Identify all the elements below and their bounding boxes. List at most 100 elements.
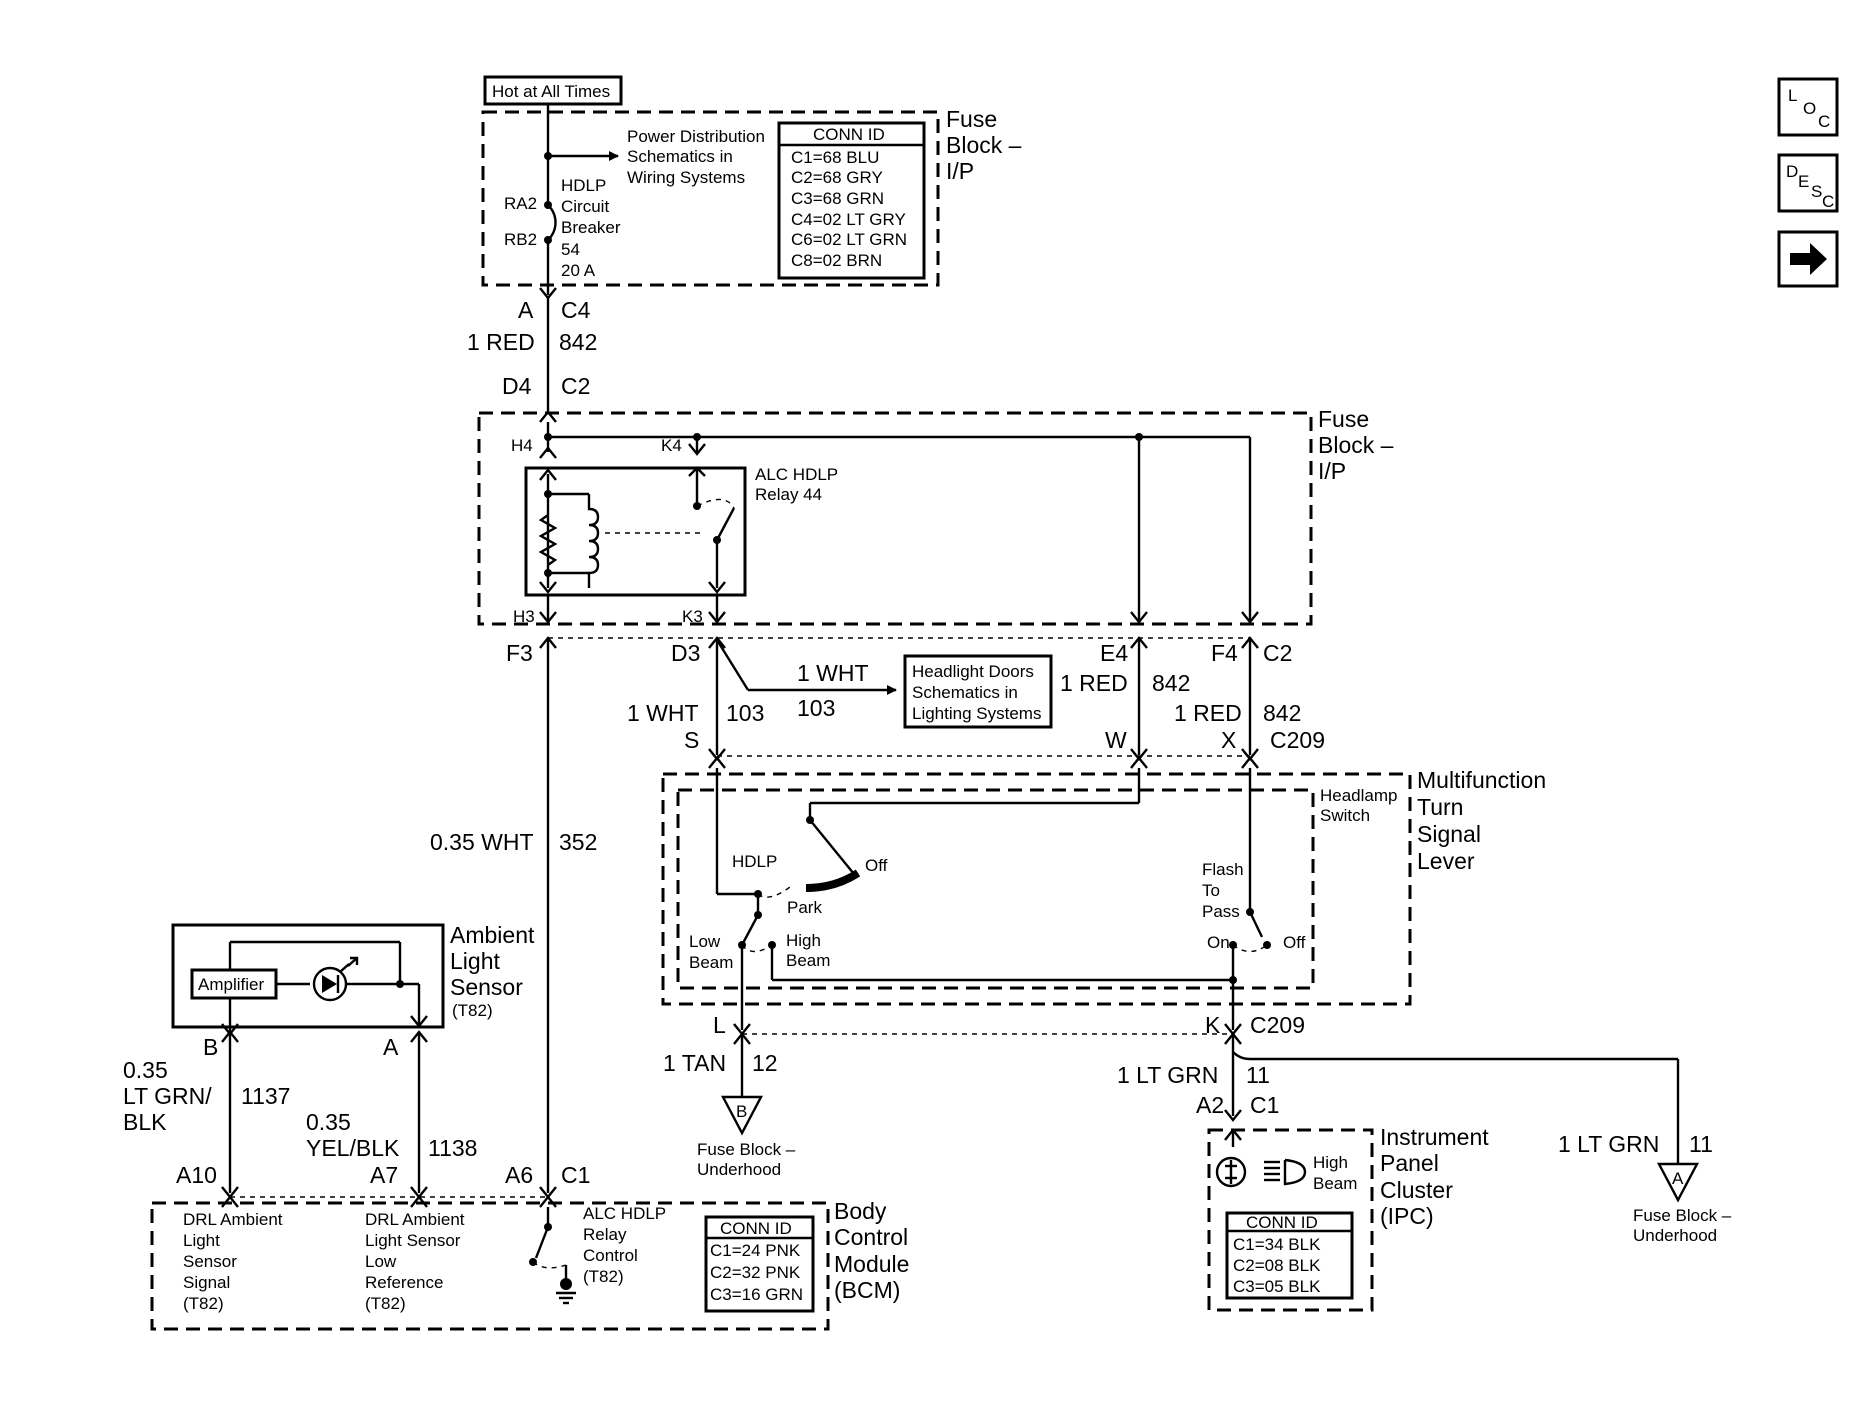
svg-text:11: 11 — [1689, 1131, 1713, 1157]
svg-text:0.35: 0.35 — [123, 1057, 168, 1083]
svg-text:I/P: I/P — [946, 158, 974, 184]
svg-text:A6: A6 — [505, 1162, 533, 1188]
svg-text:0.35 WHT: 0.35 WHT — [430, 829, 534, 855]
svg-text:X: X — [1221, 727, 1236, 753]
headlamp-switch-boundary — [676, 788, 1315, 990]
svg-text:HDLP: HDLP — [561, 176, 606, 195]
bcm-connector-labels: A10 A7 A6 C1 — [176, 1162, 590, 1188]
svg-text:C3=68 GRN: C3=68 GRN — [791, 189, 884, 208]
fuse-block-ip-top-name: Fuse Block – I/P — [946, 106, 1022, 184]
svg-text:Block –: Block – — [946, 132, 1022, 158]
svg-text:C2=68 GRY: C2=68 GRY — [791, 168, 883, 187]
svg-text:Switch: Switch — [1320, 806, 1370, 825]
svg-text:Light: Light — [450, 948, 500, 974]
k4-terminal-label: K4 — [661, 436, 682, 455]
flash-to-pass-switch: Flash To Pass On Off — [1202, 768, 1306, 1030]
svg-text:YEL/BLK: YEL/BLK — [306, 1135, 400, 1161]
svg-text:Fuse: Fuse — [946, 106, 997, 132]
svg-text:C2=08 BLK: C2=08 BLK — [1233, 1256, 1321, 1275]
ipc-name: Instrument Panel Cluster (IPC) — [1380, 1124, 1489, 1229]
svg-text:DRL Ambient: DRL Ambient — [183, 1210, 283, 1229]
c209-lower-labels: L K C209 — [713, 1012, 1305, 1038]
headlamp-switch: HDLP Off Park Low Beam High Beam — [689, 768, 1237, 984]
svg-text:A: A — [1672, 1169, 1684, 1188]
drl-ambient-light-sensor-low-reference-label: DRL Ambient Light Sensor Low Reference (… — [365, 1210, 465, 1313]
right-arrow-icon — [1790, 243, 1827, 275]
svg-text:CONN ID: CONN ID — [720, 1219, 792, 1238]
ipc-boundary — [1207, 1128, 1374, 1312]
svg-text:S: S — [684, 727, 699, 753]
h4-terminal-label: H4 — [511, 436, 533, 455]
svg-text:842: 842 — [1263, 700, 1301, 726]
svg-text:(T82): (T82) — [452, 1001, 493, 1020]
fuse-block-ip-name: Fuse Block – I/P — [1318, 406, 1394, 484]
svg-text:O: O — [1803, 99, 1816, 118]
svg-text:C1: C1 — [561, 1162, 590, 1188]
svg-text:Flash: Flash — [1202, 860, 1244, 879]
svg-text:Headlamp: Headlamp — [1320, 786, 1398, 805]
svg-text:Control: Control — [583, 1246, 638, 1265]
svg-text:1 TAN: 1 TAN — [663, 1050, 726, 1076]
svg-text:Amplifier: Amplifier — [198, 975, 264, 994]
conn-id-table-fuse-block: CONN ID C1=68 BLU C2=68 GRY C3=68 GRN C4… — [777, 121, 926, 280]
svg-text:W: W — [1105, 727, 1127, 753]
svg-text:C: C — [1822, 192, 1834, 211]
svg-text:C8=02 BRN: C8=02 BRN — [791, 251, 882, 270]
connector-row-labels: F3 D3 E4 F4 C2 — [506, 640, 1292, 666]
svg-text:Off: Off — [1283, 933, 1306, 952]
svg-text:842: 842 — [559, 329, 597, 355]
loc-button[interactable]: L O C — [1777, 77, 1839, 137]
svg-text:Ambient: Ambient — [450, 922, 535, 948]
svg-text:Underhood: Underhood — [697, 1160, 781, 1179]
svg-text:Lever: Lever — [1417, 848, 1475, 874]
svg-text:Fuse Block –: Fuse Block – — [697, 1140, 796, 1159]
svg-text:Low: Low — [365, 1252, 397, 1271]
svg-text:1 LT GRN: 1 LT GRN — [1117, 1062, 1218, 1088]
svg-text:S: S — [1811, 182, 1822, 201]
svg-text:High: High — [1313, 1153, 1348, 1172]
svg-text:Module: Module — [834, 1251, 909, 1277]
wire-11-labels: 1 LT GRN 11 A2 C1 — [1117, 1062, 1279, 1118]
svg-text:Schematics in: Schematics in — [627, 147, 733, 166]
svg-text:Park: Park — [787, 898, 822, 917]
svg-text:Low: Low — [689, 932, 721, 951]
svg-text:Light: Light — [183, 1231, 220, 1250]
fuse-block-ip-top-boundary — [481, 110, 940, 287]
svg-text:Beam: Beam — [689, 953, 733, 972]
svg-text:Fuse: Fuse — [1318, 406, 1369, 432]
svg-text:C1=24 PNK: C1=24 PNK — [710, 1241, 801, 1260]
ambient-light-sensor-name: Ambient Light Sensor (T82) — [450, 922, 535, 1020]
svg-text:Body: Body — [834, 1198, 887, 1224]
svg-text:Beam: Beam — [786, 951, 830, 970]
svg-text:CONN ID: CONN ID — [1246, 1213, 1318, 1232]
ra2-terminal-label: RA2 — [504, 194, 537, 213]
k3-terminal-label: K3 — [682, 607, 703, 626]
wire-842-e4-labels: 1 RED 842 W — [1060, 670, 1190, 753]
svg-text:Fuse Block –: Fuse Block – — [1633, 1206, 1732, 1225]
svg-text:A2: A2 — [1196, 1092, 1224, 1118]
svg-text:1 RED: 1 RED — [1060, 670, 1128, 696]
svg-text:103: 103 — [726, 700, 764, 726]
conn-id-table-ipc: CONN ID C1=34 BLK C2=08 BLK C3=05 BLK — [1225, 1211, 1354, 1300]
hot-at-all-times-label-box — [483, 75, 623, 106]
svg-text:0.35: 0.35 — [306, 1109, 351, 1135]
hdlp-circuit-breaker-label: HDLP Circuit Breaker 54 20 A — [561, 176, 621, 280]
desc-button[interactable]: D E S C — [1777, 153, 1839, 213]
svg-text:1138: 1138 — [428, 1135, 477, 1161]
svg-text:C2: C2 — [1263, 640, 1292, 666]
svg-text:C1=68 BLU: C1=68 BLU — [791, 148, 879, 167]
ambient-light-sensor: Amplifier — [171, 923, 445, 1036]
next-page-button[interactable] — [1777, 230, 1839, 288]
svg-text:C209: C209 — [1250, 1012, 1305, 1038]
svg-text:B: B — [736, 1102, 747, 1121]
svg-text:Pass: Pass — [1202, 902, 1240, 921]
wire-12-labels: 1 TAN 12 — [663, 1050, 778, 1076]
svg-text:To: To — [1202, 881, 1220, 900]
svg-text:Relay: Relay — [583, 1225, 627, 1244]
svg-text:C6=02 LT GRN: C6=02 LT GRN — [791, 230, 907, 249]
svg-text:Cluster: Cluster — [1380, 1177, 1453, 1203]
svg-text:Block –: Block – — [1318, 432, 1394, 458]
svg-text:54: 54 — [561, 240, 580, 259]
svg-text:D3: D3 — [671, 640, 700, 666]
